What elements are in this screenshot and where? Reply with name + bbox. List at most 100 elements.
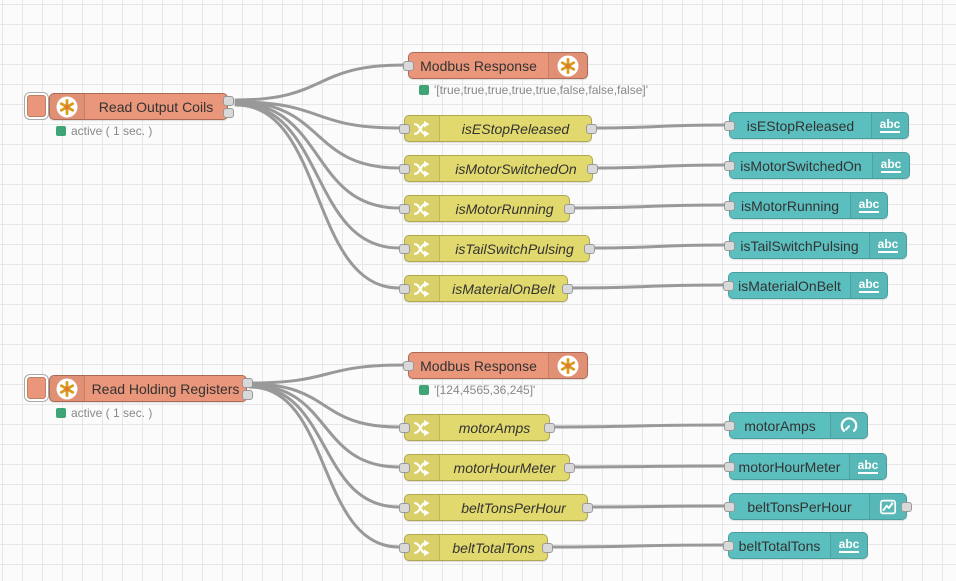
change-node-ismaterialonbelt[interactable]: isMaterialOnBelt [399,275,573,302]
wire[interactable] [234,102,401,250]
output-port-1[interactable] [242,378,253,388]
wire[interactable] [248,385,401,549]
input-port[interactable] [399,423,410,433]
shuffle-icon [405,236,440,261]
status-text: active ( 1 sec. ) [71,124,153,138]
wire[interactable] [248,382,401,429]
input-port[interactable] [724,161,735,171]
debug-node-istailswitchpulsing[interactable]: isTailSwitchPulsing abc [724,232,907,259]
input-port[interactable] [399,164,410,174]
change-node-belttotaltons[interactable]: beltTotalTons [399,534,553,561]
change-node-isestopreleased[interactable]: isEStopReleased [399,115,597,142]
input-port[interactable] [399,463,410,473]
input-port[interactable] [724,201,735,211]
input-port[interactable] [723,541,734,551]
node-status: '[true,true,true,true,true,false,false,f… [419,83,648,97]
abc-text-icon: abc [871,113,908,138]
input-port[interactable] [399,124,410,134]
input-port[interactable] [399,543,410,553]
gauge-icon [830,413,867,438]
debug-node-motorhourmeter[interactable]: motorHourMeter abc [724,453,887,480]
input-port[interactable] [723,281,734,291]
output-port[interactable] [564,204,575,214]
output-port-2[interactable] [242,390,253,400]
wire[interactable] [234,103,401,290]
node-modbus-response-registers[interactable]: Modbus Response [403,352,588,379]
inject-button[interactable] [24,92,49,120]
input-port[interactable] [403,361,414,371]
wire[interactable] [568,203,726,210]
change-node-motoramps[interactable]: motorAmps [399,414,555,441]
output-port-2[interactable] [223,108,234,118]
wire[interactable] [546,543,725,549]
input-port[interactable] [399,503,410,513]
inject-button-face[interactable] [27,95,46,117]
input-port[interactable] [724,421,735,431]
input-port[interactable] [399,244,410,254]
node-read-output-coils[interactable]: Read Output Coils [49,93,234,120]
change-node-istailswitchpulsing[interactable]: isTailSwitchPulsing [399,235,595,262]
debug-node-belttotaltons[interactable]: beltTotalTons abc [723,532,868,559]
input-port[interactable] [724,121,735,131]
input-port[interactable] [724,462,735,472]
wire[interactable] [248,363,406,385]
wire[interactable] [234,63,406,102]
modbus-asterisk-icon [50,376,85,401]
debug-node-isestopreleased[interactable]: isEStopReleased abc [724,112,909,139]
wire[interactable] [248,384,401,509]
node-label: isMotorRunning [455,200,554,217]
change-node-motorhourmeter[interactable]: motorHourMeter [399,454,575,481]
node-label: isEStopReleased [746,117,855,134]
wire[interactable] [586,504,726,509]
debug-node-ismotorswitchedon[interactable]: isMotorSwitchedOn abc [724,152,910,179]
output-port[interactable] [582,503,593,513]
output-port[interactable] [562,284,573,294]
node-label: Modbus Response [420,357,537,374]
inject-button-face[interactable] [27,377,46,399]
input-port[interactable] [724,241,735,251]
node-status: '[124,4565,36,245]' [419,383,535,397]
node-modbus-response-coils[interactable]: Modbus Response [403,52,588,79]
wire[interactable] [590,123,726,130]
output-port-1[interactable] [223,96,234,106]
wire[interactable] [568,464,726,469]
input-port[interactable] [399,204,410,214]
node-label: isMaterialOnBelt [738,277,841,294]
output-port[interactable] [584,244,595,254]
node-read-holding-registers[interactable]: Read Holding Registers [49,375,253,402]
output-port[interactable] [901,502,912,512]
wire[interactable] [234,101,401,210]
wire[interactable] [588,243,726,250]
node-label: isTailSwitchPulsing [740,237,859,254]
output-port[interactable] [587,164,598,174]
node-label: beltTonsPerHour [747,498,852,515]
shuffle-icon [405,415,440,440]
wire[interactable] [234,100,401,130]
wire[interactable] [591,163,726,170]
debug-node-ismaterialonbelt[interactable]: isMaterialOnBelt abc [723,272,888,299]
wire[interactable] [566,283,725,290]
node-label: Read Holding Registers [91,380,240,397]
change-node-ismotorrunning[interactable]: isMotorRunning [399,195,575,222]
node-label: isMotorSwitchedOn [455,160,577,177]
output-port[interactable] [586,124,597,134]
input-port[interactable] [403,61,414,71]
change-node-ismotorswitchedon[interactable]: isMotorSwitchedOn [399,155,598,182]
inject-button[interactable] [24,374,49,402]
change-node-belttonsperhour[interactable]: beltTonsPerHour [399,494,593,521]
output-port[interactable] [544,423,555,433]
output-port[interactable] [542,543,553,553]
wire[interactable] [234,100,401,170]
input-port[interactable] [399,284,410,294]
wire[interactable] [248,383,401,469]
node-label: motorAmps [458,419,531,436]
input-port[interactable] [724,502,735,512]
chart-node-belttonsperhour[interactable]: beltTonsPerHour [724,493,912,520]
abc-text-icon: abc [849,454,886,479]
debug-node-ismotorrunning[interactable]: isMotorRunning abc [724,192,888,219]
gauge-node-motoramps[interactable]: motorAmps [724,412,868,439]
output-port[interactable] [564,463,575,473]
wire[interactable] [548,423,726,429]
status-dot [419,85,429,95]
